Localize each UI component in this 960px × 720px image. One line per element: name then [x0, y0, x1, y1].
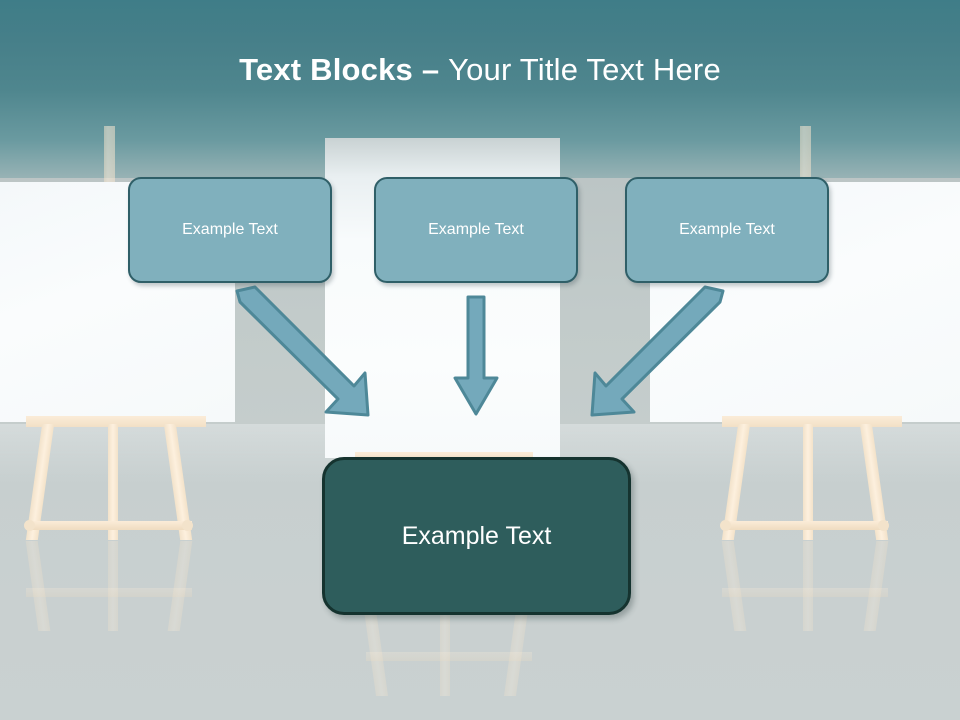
easel-leg-center: [108, 424, 118, 540]
easel-post: [104, 126, 115, 188]
title-separator: –: [421, 52, 449, 87]
easel-reflection-leg-center: [440, 610, 450, 696]
easel-reflection-leg-center: [803, 541, 813, 631]
text-block-right[interactable]: Example Text: [625, 177, 829, 283]
arrow-center-down: [453, 295, 499, 416]
easel-reflection-crossbar: [26, 588, 192, 597]
easel-tray: [722, 416, 902, 427]
arrow-left-diagonal: [235, 285, 370, 417]
easel-reflection-crossbar: [366, 652, 532, 661]
easel-knob-right: [878, 520, 889, 531]
easel-post: [800, 126, 811, 188]
result-text-block-label: Example Text: [401, 521, 552, 550]
easel-crossbar: [722, 521, 888, 530]
easel-knob-left: [720, 520, 731, 531]
result-text-block[interactable]: Example Text: [322, 457, 631, 615]
text-block-label: Example Text: [182, 221, 278, 238]
easel-reflection-crossbar: [722, 588, 888, 597]
text-block-label: Example Text: [428, 221, 524, 238]
text-block-left[interactable]: Example Text: [128, 177, 332, 283]
easel-leg-center: [803, 424, 813, 540]
easel-reflection-leg-center: [108, 541, 118, 631]
text-block-label: Example Text: [679, 221, 775, 238]
title-bold-part: Text Blocks: [239, 52, 422, 87]
easel-tray: [26, 416, 206, 427]
easel-knob-left: [24, 520, 35, 531]
easel-knob-right: [182, 520, 193, 531]
easel-crossbar: [26, 521, 192, 530]
slide-title: Text Blocks – Your Title Text Here: [0, 50, 960, 90]
title-regular-part: Your Title Text Here: [448, 52, 721, 87]
text-block-center[interactable]: Example Text: [374, 177, 578, 283]
arrow-right-diagonal: [590, 285, 725, 417]
